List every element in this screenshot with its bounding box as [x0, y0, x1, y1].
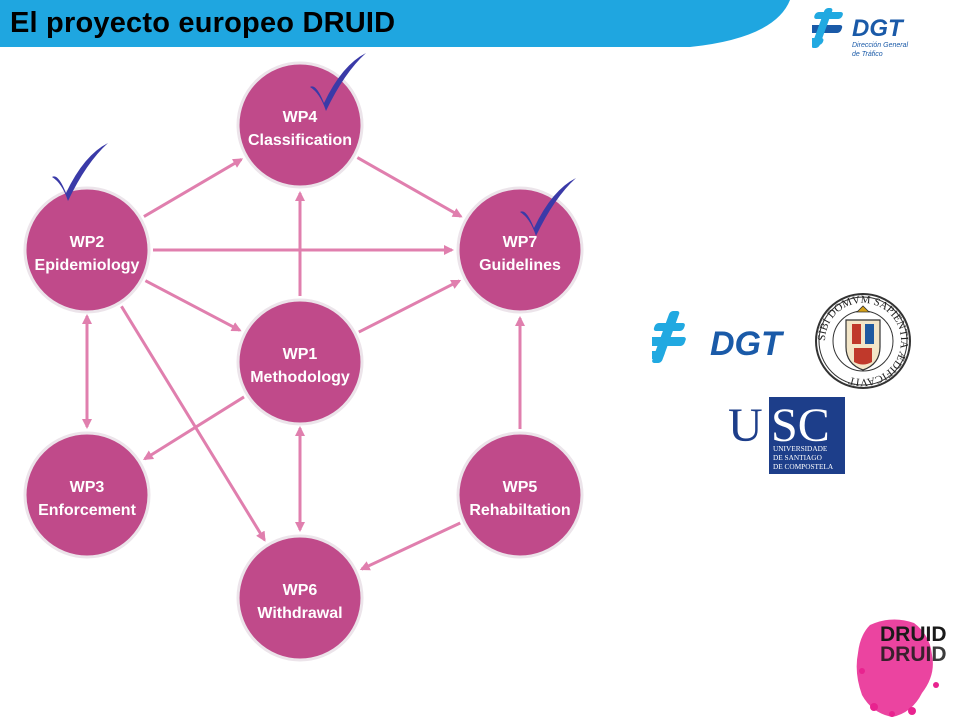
checkmark-icon-wp2	[52, 143, 108, 201]
node-label-code: WP6	[283, 582, 318, 599]
node-label-name: Methodology	[250, 369, 350, 386]
usc-letter-u: U	[728, 399, 763, 452]
node-label-code: WP2	[70, 234, 105, 251]
node-label-name: Guidelines	[479, 257, 561, 274]
title-bar	[0, 0, 800, 47]
node-circle	[236, 298, 364, 426]
page-title: El proyecto europeo DRUID	[10, 7, 396, 39]
node-circle	[236, 534, 364, 662]
usc-line2: DE SANTIAGO	[773, 453, 822, 462]
dgt-top-word: DGT	[852, 15, 905, 42]
druid-word-bottom: DRUID	[880, 643, 947, 666]
salamanca-seal-logo: SIBI DOMVM SAPIENTIA ÆDIFICAVIT	[812, 292, 914, 390]
node-label-code: WP4	[283, 109, 318, 126]
node-label-code: WP1	[283, 346, 318, 363]
node-circle	[23, 186, 151, 314]
node-circle	[456, 431, 584, 559]
node-label-name: Epidemiology	[35, 257, 140, 274]
edge-wp2-wp1	[144, 279, 242, 332]
dgt-logo-middle: DGT	[637, 295, 800, 385]
node-label-code: WP7	[503, 234, 538, 251]
usc-line1: UNIVERSIDADE	[773, 444, 828, 453]
edge-wp4-wp7	[356, 156, 463, 218]
node-label-name: Rehabiltation	[469, 502, 570, 519]
node-label-name: Enforcement	[38, 502, 136, 519]
node-circle	[456, 186, 584, 314]
edges-layer	[82, 156, 525, 571]
seal-shield-icon	[845, 305, 881, 371]
edge-wp2-wp4	[143, 158, 244, 218]
usc-letters-sc: SC	[771, 399, 830, 452]
node-label-code: WP3	[70, 479, 105, 496]
dgt-top-sub1: Dirección General	[852, 42, 908, 49]
node-circle	[23, 431, 151, 559]
usc-logo: U SC UNIVERSIDADE DE SANTIAGO DE COMPOST…	[727, 397, 845, 474]
checkmark-icon-wp4	[310, 53, 366, 111]
dgt-top-sub2: de Tráfico	[852, 51, 883, 58]
checkmark-icon-wp7	[520, 178, 576, 236]
node-label-name: Withdrawal	[257, 605, 342, 622]
edge-wp2-wp6	[120, 305, 266, 542]
usc-line3: DE COMPOSTELA	[773, 462, 834, 471]
edge-wp1-wp7	[358, 279, 462, 334]
druid-splash-icon	[856, 619, 939, 717]
checks-layer	[52, 53, 576, 236]
node-label-code: WP5	[503, 479, 538, 496]
dgt-emblem-icon	[637, 311, 686, 363]
druid-logo: DRUID DRUID	[852, 615, 958, 720]
edge-wp5-wp6	[359, 521, 461, 571]
title-bar-shape	[0, 0, 790, 47]
druid-word-top: DRUID	[880, 623, 947, 646]
node-label-name: Classification	[248, 132, 352, 149]
dgt-mid-word: DGT	[710, 325, 785, 363]
